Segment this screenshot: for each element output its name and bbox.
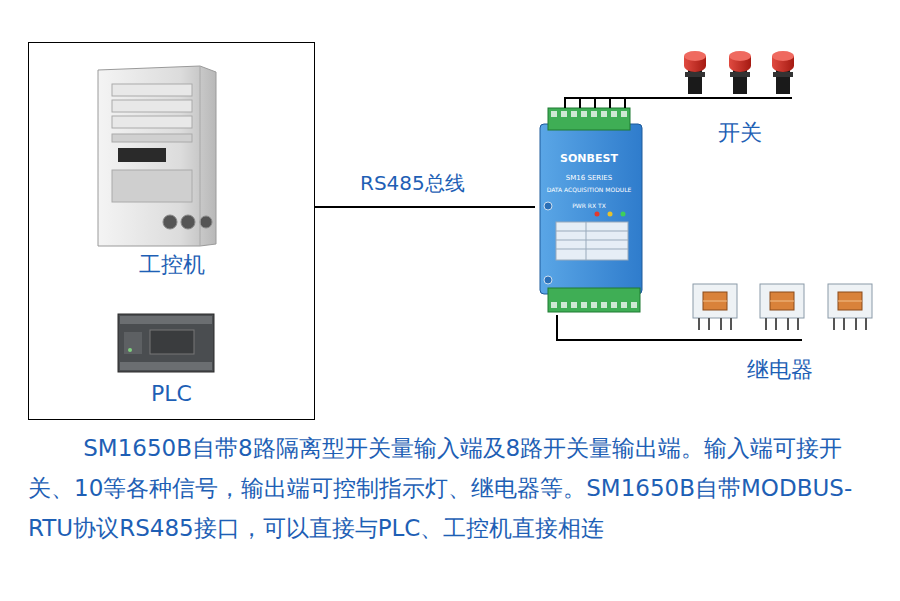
module-text: DATA ACQUISITION MODULE: [535, 186, 643, 194]
brand-text: SONBEST: [535, 152, 643, 166]
bus-connector: [565, 98, 670, 108]
node-label: 工控机: [29, 250, 314, 279]
bus-connector: [315, 206, 535, 208]
host-group-box: 工控机 PLC: [28, 42, 315, 420]
bus-label: RS485总线: [357, 170, 468, 196]
led-text: PWR RX TX: [535, 202, 643, 210]
io-module-picture: [540, 108, 642, 312]
io-module: SONBEST SM16 SERIES DATA ACQUISITION MODUL…: [535, 108, 643, 315]
switch-group: 开关: [670, 40, 810, 151]
node-label: 开关: [670, 118, 810, 147]
series-text: SM16 SERIES: [535, 174, 643, 183]
plc-picture: [118, 314, 214, 372]
node-label: 继电器: [680, 355, 880, 384]
caption-text: SM1650B自带8路隔离型开关量输入端及8路开关量输出端。输入端可接开关、10…: [28, 428, 864, 548]
switch-picture: [684, 51, 794, 94]
relay-group: 继电器: [680, 270, 880, 388]
industrial-pc-picture: [98, 66, 216, 246]
bus-connector: [557, 315, 680, 340]
relay-picture: [693, 284, 872, 330]
node-label: PLC: [29, 379, 314, 408]
